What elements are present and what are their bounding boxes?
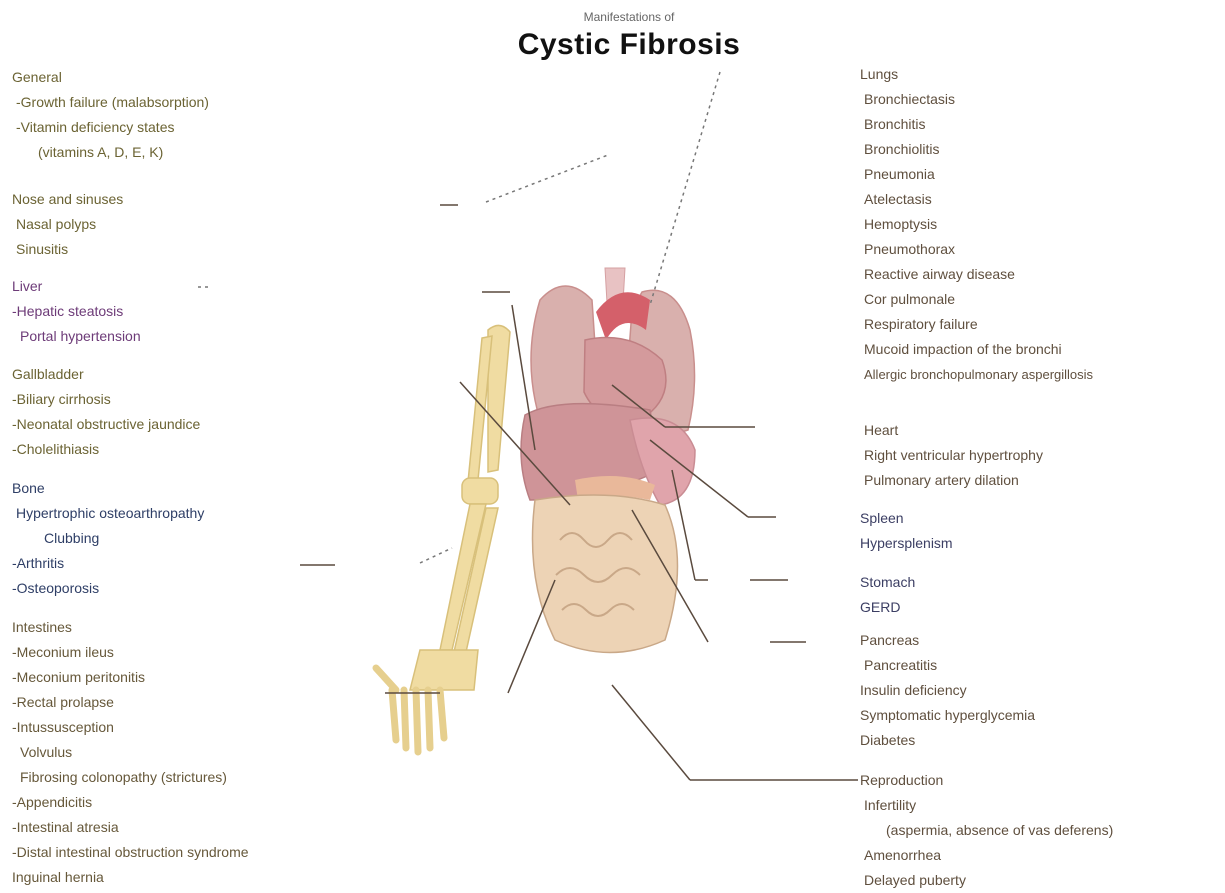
list-item: -Intussusception xyxy=(12,715,249,740)
list-item: -Arthritis xyxy=(12,551,204,576)
group-heart-title: Heart xyxy=(860,418,1043,443)
group-stomach: Stomach GERD xyxy=(860,570,915,620)
list-item: Volvulus xyxy=(12,740,249,765)
group-gallbladder: Gallbladder -Biliary cirrhosis -Neonatal… xyxy=(12,362,200,462)
list-item: Diabetes xyxy=(860,728,1035,753)
list-item: GERD xyxy=(860,595,915,620)
list-item: -Cholelithiasis xyxy=(12,437,200,462)
list-item: -Intestinal atresia xyxy=(12,815,249,840)
arm-bones-illustration xyxy=(376,325,510,752)
list-item: Symptomatic hyperglycemia xyxy=(860,703,1035,728)
group-spleen-title: Spleen xyxy=(860,506,953,531)
list-item: Hypersplenism xyxy=(860,531,953,556)
list-item: -Appendicitis xyxy=(12,790,249,815)
list-item: Allergic bronchopulmonary aspergillosis xyxy=(860,362,1093,387)
group-intestines: Intestines -Meconium ileus -Meconium per… xyxy=(12,615,249,890)
group-nose-sinuses: Nose and sinuses Nasal polyps Sinusitis xyxy=(12,187,123,262)
list-item: Amenorrhea xyxy=(860,843,1113,868)
list-item: (aspermia, absence of vas deferens) xyxy=(860,818,1113,843)
group-lungs-title: Lungs xyxy=(860,62,1093,87)
list-item: -Osteoporosis xyxy=(12,576,204,601)
list-item: -Neonatal obstructive jaundice xyxy=(12,412,200,437)
group-stomach-title: Stomach xyxy=(860,570,915,595)
list-item: -Meconium ileus xyxy=(12,640,249,665)
list-item: Clubbing xyxy=(12,526,204,551)
list-item: Pneumonia xyxy=(860,162,1093,187)
list-item: Pulmonary artery dilation xyxy=(860,468,1043,493)
list-item: -Biliary cirrhosis xyxy=(12,387,200,412)
list-item: Fibrosing colonopathy (strictures) xyxy=(12,765,249,790)
group-general-title: General xyxy=(12,65,209,90)
list-item: Pneumothorax xyxy=(860,237,1093,262)
list-item: Portal hypertension xyxy=(12,324,141,349)
list-item: -Vitamin deficiency states xyxy=(12,115,209,140)
list-item: Bronchiectasis xyxy=(860,87,1093,112)
list-item: Insulin deficiency xyxy=(860,678,1035,703)
organs-illustration xyxy=(521,268,695,653)
group-heart: Heart Right ventricular hypertrophy Pulm… xyxy=(860,418,1043,493)
list-item: Hypertrophic osteoarthropathy xyxy=(12,501,204,526)
list-item: -Growth failure (malabsorption) xyxy=(12,90,209,115)
group-bone: Bone Hypertrophic osteoarthropathy Clubb… xyxy=(12,476,204,601)
list-item: (vitamins A, D, E, K) xyxy=(12,140,209,165)
list-item: Sinusitis xyxy=(12,237,123,262)
list-item: Respiratory failure xyxy=(860,312,1093,337)
list-item: -Hepatic steatosis xyxy=(12,299,141,324)
group-gallbladder-title: Gallbladder xyxy=(12,362,200,387)
group-spleen: Spleen Hypersplenism xyxy=(860,506,953,556)
list-item: Cor pulmonale xyxy=(860,287,1093,312)
list-item: -Rectal prolapse xyxy=(12,690,249,715)
list-item: Inguinal hernia xyxy=(12,865,249,890)
group-lungs: Lungs Bronchiectasis Bronchitis Bronchio… xyxy=(860,62,1093,387)
group-liver-title: Liver xyxy=(12,274,141,299)
list-item: Right ventricular hypertrophy xyxy=(860,443,1043,468)
list-item: Mucoid impaction of the bronchi xyxy=(860,337,1093,362)
group-intestines-title: Intestines xyxy=(12,615,249,640)
list-item: Bronchitis xyxy=(860,112,1093,137)
list-item: Infertility xyxy=(860,793,1113,818)
group-nose-sinuses-title: Nose and sinuses xyxy=(12,187,123,212)
group-general: General -Growth failure (malabsorption) … xyxy=(12,65,209,165)
list-item: Atelectasis xyxy=(860,187,1093,212)
list-item: Delayed puberty xyxy=(860,868,1113,893)
list-item: Nasal polyps xyxy=(12,212,123,237)
list-item: Pancreatitis xyxy=(860,653,1035,678)
list-item: -Distal intestinal obstruction syndrome xyxy=(12,840,249,865)
list-item: Bronchiolitis xyxy=(860,137,1093,162)
list-item: Hemoptysis xyxy=(860,212,1093,237)
intestines-shape xyxy=(533,495,678,652)
list-item: -Meconium peritonitis xyxy=(12,665,249,690)
group-bone-title: Bone xyxy=(12,476,204,501)
list-item: Reactive airway disease xyxy=(860,262,1093,287)
group-pancreas: Pancreas Pancreatitis Insulin deficiency… xyxy=(860,628,1035,753)
group-reproduction: Reproduction Infertility (aspermia, abse… xyxy=(860,768,1113,893)
group-pancreas-title: Pancreas xyxy=(860,628,1035,653)
group-liver: Liver -Hepatic steatosis Portal hyperten… xyxy=(12,274,141,349)
group-reproduction-title: Reproduction xyxy=(860,768,1113,793)
